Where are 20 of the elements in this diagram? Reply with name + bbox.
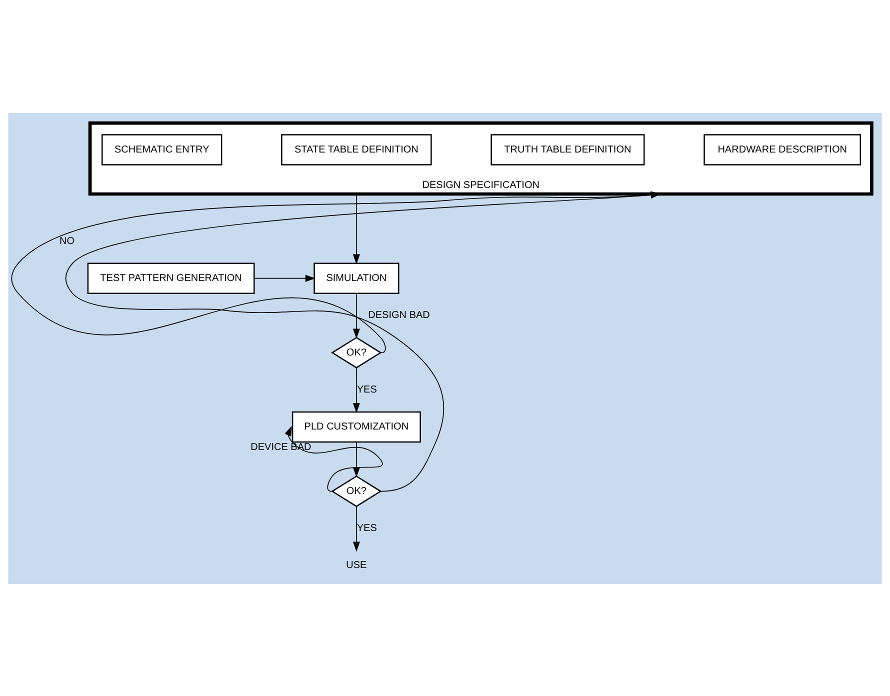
arrow <box>254 274 316 282</box>
node-box: TRUTH TABLE DEFINITION <box>490 134 645 165</box>
arrow <box>352 366 360 413</box>
node-box: SIMULATION <box>314 262 400 294</box>
edge-label: DESIGN BAD <box>368 310 430 321</box>
node-box: TEST PATTERN GENERATION <box>87 262 255 294</box>
node-text: USE <box>346 560 367 571</box>
node-box: SCHEMATIC ENTRY <box>102 134 222 165</box>
arrow <box>352 292 360 338</box>
node-diamond: OK? <box>331 336 382 368</box>
arrow <box>352 506 360 552</box>
arrow <box>284 425 383 492</box>
node-box: HARDWARE DESCRIPTION <box>704 134 862 165</box>
node-box: STATE TABLE DEFINITION <box>281 134 432 165</box>
node-box: PLD CUSTOMIZATION <box>292 410 421 442</box>
edge-label: NO <box>60 235 75 246</box>
node-diamond: OK? <box>331 475 382 507</box>
arrow <box>352 193 360 264</box>
edge-label: YES <box>356 384 377 395</box>
edge-label: YES <box>356 522 377 534</box>
